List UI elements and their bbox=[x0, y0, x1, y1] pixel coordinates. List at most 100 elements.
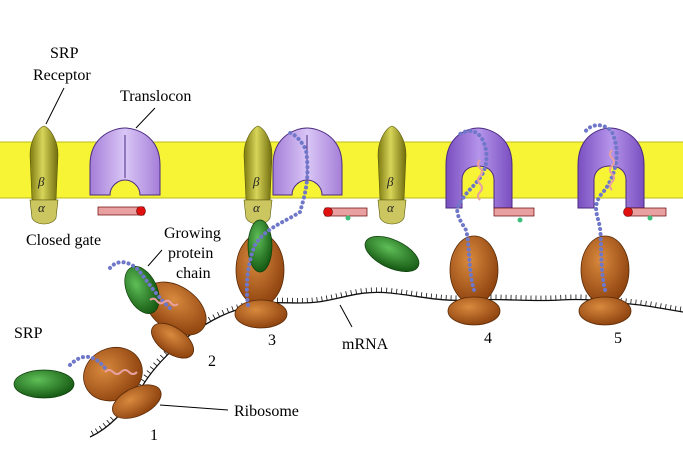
mrna-tick bbox=[360, 288, 362, 294]
srp-particle-docked bbox=[247, 219, 273, 273]
label-srp-receptor-2: Receptor bbox=[33, 67, 91, 84]
mrna-tick bbox=[650, 301, 652, 307]
label-growing-2: protein bbox=[168, 245, 213, 262]
mrna-tick bbox=[410, 290, 413, 296]
mrna-tick bbox=[635, 299, 637, 305]
protein-chain-3 bbox=[244, 130, 310, 307]
ribosome-5 bbox=[578, 235, 632, 326]
helix-segment bbox=[477, 159, 483, 201]
mrna-tick bbox=[321, 296, 323, 302]
mrna-tick bbox=[159, 354, 165, 359]
helix-segment bbox=[609, 149, 615, 191]
ribosome-4 bbox=[447, 235, 501, 326]
receptor-alpha-label: α bbox=[38, 200, 46, 215]
label-closed-gate: Closed gate bbox=[26, 232, 101, 249]
srp-receptor-3: β α bbox=[243, 125, 273, 225]
mrna-tick bbox=[391, 288, 393, 294]
signal-peptide-dot bbox=[647, 215, 653, 221]
receptor-beta-label: β bbox=[252, 174, 260, 189]
helix-segment bbox=[149, 297, 179, 307]
mrna-tick bbox=[400, 289, 403, 295]
mrna-tick bbox=[664, 304, 667, 310]
protein-chain-4 bbox=[455, 129, 489, 292]
mrna-tick bbox=[420, 292, 423, 298]
srp-particle-released bbox=[364, 236, 420, 272]
mrna-tick bbox=[655, 302, 657, 308]
receptor-beta-label: β bbox=[386, 174, 394, 189]
protein-chain-5 bbox=[583, 123, 619, 292]
leader-translocon bbox=[135, 107, 156, 129]
mrna-tick bbox=[156, 358, 161, 363]
label-mrna: mRNA bbox=[342, 336, 389, 353]
mrna-tick bbox=[335, 293, 338, 299]
signal-peptide-dot bbox=[517, 217, 523, 223]
mrna-tick bbox=[630, 298, 632, 305]
mrna-tick bbox=[415, 291, 418, 297]
mrna-tick bbox=[405, 289, 408, 296]
step-number-1: 1 bbox=[150, 427, 158, 444]
srp-particle-free bbox=[13, 369, 75, 399]
label-growing-1: Growing bbox=[164, 225, 221, 242]
translocon-5 bbox=[577, 127, 667, 217]
mrna-tick bbox=[660, 303, 662, 309]
mrna-tick bbox=[674, 305, 677, 311]
mrna-tick bbox=[425, 292, 428, 298]
label-srp-receptor: SRP bbox=[50, 45, 79, 62]
step-number-4: 4 bbox=[484, 330, 492, 347]
leader-ribosome bbox=[159, 404, 229, 411]
protein-chains bbox=[68, 123, 653, 370]
mrna-tick bbox=[679, 306, 682, 312]
ribosome-1 bbox=[83, 346, 162, 419]
translocon-closed bbox=[89, 127, 161, 216]
mrna-tick bbox=[396, 288, 398, 294]
mrna-tick bbox=[316, 297, 318, 303]
mrna-tick bbox=[330, 294, 333, 300]
leader-mrna bbox=[339, 304, 353, 328]
mrna-tick bbox=[645, 300, 647, 306]
step-number-5: 5 bbox=[614, 330, 622, 347]
mrna-tick bbox=[95, 428, 99, 434]
mrna-tick bbox=[430, 293, 433, 299]
mrna-tick bbox=[669, 304, 672, 310]
leader-growing-chain bbox=[147, 249, 163, 267]
mrna-tick bbox=[98, 425, 103, 431]
mrna-tick bbox=[146, 370, 152, 374]
mrna-tick bbox=[350, 290, 353, 296]
mrna-tick bbox=[153, 362, 158, 367]
mrna-tick bbox=[149, 366, 155, 371]
protein-chain-2 bbox=[108, 260, 174, 312]
mrna-tick bbox=[90, 430, 94, 436]
mrna-tick bbox=[110, 416, 115, 421]
receptor-alpha-label: α bbox=[253, 200, 261, 215]
mrna-tick bbox=[435, 294, 437, 300]
translocon-4 bbox=[445, 127, 535, 217]
mrna-tick bbox=[226, 307, 230, 313]
mrna-tick bbox=[340, 292, 343, 298]
label-ribosome: Ribosome bbox=[234, 403, 299, 420]
srp-particle-bound bbox=[124, 266, 160, 314]
mrna-tick bbox=[163, 351, 168, 356]
mrna-tick bbox=[640, 300, 642, 306]
mrna-tick bbox=[231, 306, 234, 312]
label-translocon: Translocon bbox=[120, 88, 191, 105]
step-number-3: 3 bbox=[268, 332, 276, 349]
step-number-2: 2 bbox=[208, 353, 216, 370]
mrna-tick bbox=[325, 295, 328, 301]
label-srp: SRP bbox=[14, 325, 43, 342]
mrna-tick bbox=[140, 378, 146, 383]
mrna-tick bbox=[221, 309, 225, 315]
protein-chain-1 bbox=[68, 354, 107, 370]
helix-segment bbox=[104, 369, 138, 375]
mrna-tick bbox=[102, 422, 107, 428]
mrna-tick bbox=[355, 289, 357, 295]
signal-peptide-dot bbox=[345, 215, 351, 221]
mrna-tick bbox=[217, 312, 220, 317]
mrna-tick bbox=[345, 291, 348, 297]
leader-srp-receptor bbox=[45, 87, 65, 125]
receptor-alpha-label: α bbox=[387, 200, 395, 215]
mrna-tick bbox=[106, 419, 111, 425]
gate-plug bbox=[136, 206, 146, 216]
receptor-beta-label: β bbox=[37, 174, 45, 189]
mrna-tick bbox=[212, 314, 216, 320]
